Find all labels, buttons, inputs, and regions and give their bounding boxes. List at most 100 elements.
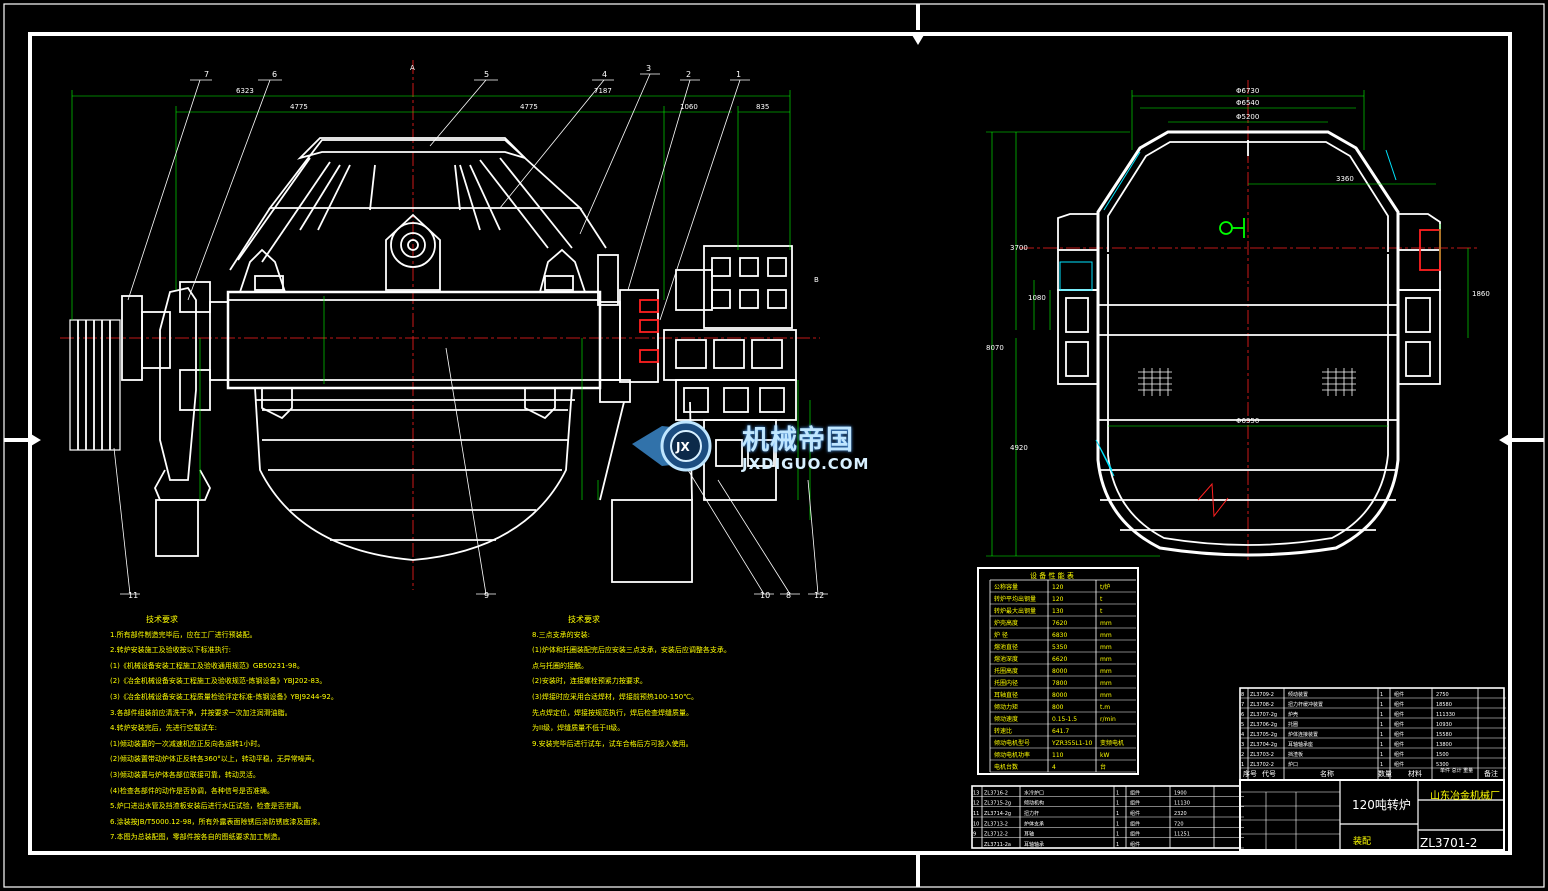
callout-8: 8 (786, 591, 791, 600)
parts-cell: 炉壳 (1288, 711, 1298, 718)
parts-cell: 13800 (1436, 742, 1452, 748)
tech-req-2-line: 为II级，焊缝质量不低于II级。 (532, 724, 625, 733)
parts-cell: 扭力杆缓冲装置 (1288, 701, 1323, 708)
tech-req-1-line: 2.转炉安装施工及验收按以下标准执行: (110, 646, 232, 655)
tech-requirements-1-lines: 1.所有部件制造完毕后，应在工厂进行预装配。2.转炉安装施工及验收按以下标准执行… (110, 628, 338, 846)
dim-4920: 4920 (1010, 444, 1028, 452)
parts-cell: 耳轴 (1024, 831, 1034, 838)
parts-cell: 组件 (1394, 691, 1404, 698)
param-unit: mm (1100, 620, 1112, 627)
parts-cell: 组件 (1394, 731, 1404, 738)
callout-11: 11 (128, 591, 138, 600)
parts-cell: 1 (1380, 742, 1383, 748)
param-value: 4 (1052, 764, 1056, 771)
parts-table-header: 序号 代号 名称 数量 材料 单件 总计 重量 备注 (1243, 767, 1498, 778)
parts-cell: 111330 (1436, 712, 1455, 718)
param-unit: t (1100, 596, 1103, 603)
parts-cell: ZL3715-2g (984, 801, 1011, 807)
param-name: 倾动电机功率 (994, 751, 1030, 759)
parts-cell: 组件 (1394, 741, 1404, 748)
tech-req-2-line: (2)安装时，连接螺栓预紧力按要求。 (532, 677, 647, 686)
param-name: 倾动速度 (994, 715, 1018, 723)
parts-cell: 耳轴轴承座 (1288, 741, 1313, 748)
parts-cell: 1 (1116, 790, 1119, 796)
section-view-dim-text: Φ6730 Φ6540 Φ5200 3360 Φ6350 3700 8070 4… (986, 87, 1490, 452)
param-value: 120 (1052, 596, 1064, 603)
parts-cell: ZL3703-2 (1250, 752, 1274, 758)
dim-4775-a: 4775 (290, 103, 308, 111)
watermark-logo-text: 机械帝国 (742, 425, 854, 456)
param-name: 倾动电机型号 (994, 739, 1030, 747)
param-value: 120 (1052, 584, 1064, 591)
param-name: 公称容量 (994, 583, 1018, 591)
parts-cell: 11130 (1174, 801, 1190, 807)
dim-4775-b: 4775 (520, 103, 538, 111)
section-view-hatching (1059, 149, 1397, 477)
hdr-code: 代号 (1262, 769, 1276, 778)
callout-10: 10 (760, 591, 770, 600)
parts-cell: 5 (1241, 722, 1244, 728)
param-name: 托圈内径 (994, 679, 1018, 687)
section-a-label: A (410, 64, 415, 72)
param-name: 炉 径 (994, 631, 1008, 639)
dim-phi5200: Φ5200 (1236, 113, 1259, 121)
param-unit: mm (1100, 632, 1112, 639)
param-value: 800 (1052, 704, 1064, 711)
parts-cell: 炉口 (1288, 761, 1298, 768)
tech-req-1-line: 7.本图为总装配图，零部件按各自的图纸要求加工制造。 (110, 833, 285, 842)
param-unit: mm (1100, 680, 1112, 687)
parts-cell: 13 (973, 790, 979, 796)
callout-6: 6 (272, 70, 277, 79)
param-value: 8000 (1052, 668, 1067, 675)
param-value: 641.7 (1052, 728, 1069, 735)
section-view-dimensions (986, 90, 1469, 557)
param-unit: t/炉 (1100, 583, 1110, 591)
parts-cell: 1 (1241, 762, 1244, 768)
dim-1860: 1860 (1472, 290, 1490, 298)
drawing-frame (3, 3, 1545, 888)
param-unit: mm (1100, 668, 1112, 675)
parts-cell: 6 (1241, 712, 1244, 718)
converter-section-view (1020, 80, 1480, 560)
tech-req-2-line: 点与托圈的接触。 (532, 661, 588, 670)
tech-req-1-line: (2)倾动装置带动炉体正反转各360°以上，转动平稳，无异常噪声。 (110, 755, 319, 764)
tech-req-2-line: 先点焊定位，焊接按规范执行，焊后检查焊缝质量。 (532, 708, 693, 717)
param-unit: r/min (1100, 716, 1116, 723)
drawing-title: 120吨转炉 (1352, 798, 1411, 812)
param-value: 7620 (1052, 620, 1067, 627)
parts-cell: ZL3704-2g (1250, 742, 1277, 748)
tech-req-2-line: (1)炉体和托圈装配完后应安装三点支承，安装后应调整各支承。 (532, 646, 731, 655)
hdr-qty: 数量 (1378, 769, 1392, 778)
callout-12: 12 (814, 591, 824, 600)
param-value: 6620 (1052, 656, 1067, 663)
callout-3: 3 (646, 64, 651, 73)
parts-cell: 1 (1380, 732, 1383, 738)
tech-requirements-1: 技术要求 1.所有部件制造完毕后，应在工厂进行预装配。2.转炉安装施工及验收按以… (110, 612, 338, 846)
tech-req-1-line: (3)《冶金机械设备安装工程质量检验评定标准-炼钢设备》YBJ9244-92。 (110, 692, 338, 701)
tech-requirements-2: 技术要求 8.三点支承的安装:(1)炉体和托圈装配完后应安装三点支承，安装后应调… (532, 612, 731, 752)
parts-cell: 组件 (1394, 711, 1404, 718)
parts-cell: 18580 (1436, 702, 1452, 708)
parts-cell: 5300 (1436, 762, 1449, 768)
parts-cell: ZL3711-2a (984, 842, 1011, 848)
param-name: 熔池直径 (994, 643, 1018, 651)
parts-cell: 组件 (1130, 800, 1140, 807)
tech-req-2-line: 9.安装完毕后进行试车，试车合格后方可投入使用。 (532, 739, 693, 748)
param-name: 耳轴直径 (994, 691, 1018, 699)
logo-badge: JX (632, 420, 712, 472)
parts-cell: 2 (1241, 752, 1244, 758)
param-unit: mm (1100, 656, 1112, 663)
parts-cell: 扭力杆 (1024, 810, 1039, 817)
parts-cell: ZL3713-2 (984, 821, 1008, 827)
parts-cell: 组件 (1394, 701, 1404, 708)
param-value: 130 (1052, 608, 1064, 615)
tech-req-1-line: (3)倾动装置与炉体各部位联接可靠，转动灵活。 (110, 770, 260, 779)
tech-requirements-2-title: 技术要求 (568, 615, 600, 624)
tech-req-2-line: (3)焊接时应采用合适焊材，焊接前预热100-150℃。 (532, 692, 699, 701)
parts-cell: 2750 (1436, 692, 1449, 698)
parts-cell: ZL3707-2g (1250, 712, 1277, 718)
dim-1080: 1080 (1028, 294, 1046, 302)
param-unit: mm (1100, 644, 1112, 651)
